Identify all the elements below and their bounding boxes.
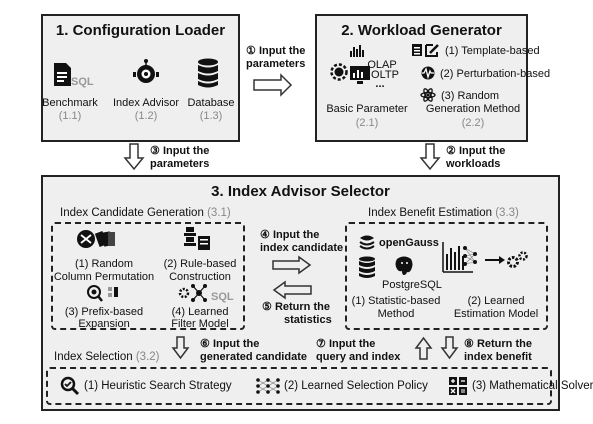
index-advisor-label: Index Advisor <box>112 97 180 109</box>
benefit-statistic-line1: (1) Statistic-based <box>351 295 441 307</box>
benefit-learned-line1: (2) Learned <box>467 295 525 307</box>
gear-dollar-icon <box>330 63 348 81</box>
oltp-label: OLTP <box>371 69 399 81</box>
configuration-loader-title: 1. Configuration Loader <box>55 22 226 39</box>
workload-generator-box <box>315 14 528 142</box>
shuffle-icon <box>77 230 115 248</box>
database-num: (1.3) <box>199 110 223 122</box>
opengauss-label: openGauss <box>379 237 439 249</box>
index-selection-group <box>46 367 552 405</box>
candidate-prefix-line1: (3) Prefix-based <box>64 306 144 318</box>
sql-icon-text: SQL <box>211 291 234 303</box>
neural-network-icon <box>442 242 528 273</box>
candidate-prefix-line2: Expansion <box>78 318 130 330</box>
calculator-icon <box>449 377 467 395</box>
document-sql-icon: SQL <box>54 63 94 88</box>
workload-generator-title: 2. Workload Generator <box>341 22 502 39</box>
postgresql-label: PostgreSQL <box>382 279 442 291</box>
robot-icon <box>133 59 159 83</box>
benefit-estimation-title: Index Benefit Estimation (3.3) <box>368 207 519 219</box>
candidate-random-line1: (1) Random <box>74 258 134 270</box>
method-template: (1) Template-based <box>445 45 540 57</box>
index-advisor-num: (1.2) <box>134 110 158 122</box>
arrow-down-2 <box>419 143 441 171</box>
prefix-search-icon <box>87 285 118 302</box>
generation-method-label: Generation Method <box>425 103 521 115</box>
method-perturbation: (2) Perturbation-based <box>440 68 551 80</box>
database-small-icon <box>359 256 375 278</box>
rule-construction-icon <box>184 227 210 250</box>
postgresql-elephant-icon <box>395 256 413 275</box>
benefit-estimation-group <box>345 222 548 330</box>
candidate-random-line2: Column Permutation <box>53 271 155 283</box>
arrow-left-5 <box>272 280 312 300</box>
benefit-learned-line2: Estimation Model <box>453 308 539 320</box>
atom-icon <box>420 88 436 102</box>
arrow-down-candidate <box>171 336 190 360</box>
monitor-chart-icon <box>350 66 370 84</box>
arrow-up-7 <box>414 336 433 360</box>
benchmark-num: (1.1) <box>58 110 82 122</box>
selection-heuristic: (1) Heuristic Search Strategy <box>84 380 232 392</box>
index-advisor-selector-box <box>41 175 560 411</box>
candidate-rule-line2: Construction <box>169 271 231 283</box>
candidate-generation-group <box>51 222 245 330</box>
olap-label: OLAP <box>367 59 397 71</box>
opengauss-logo-icon <box>359 235 375 250</box>
index-advisor-selector-title: 3. Index Advisor Selector <box>211 183 390 200</box>
waveform-icon <box>421 66 435 80</box>
index-selection-title: Index Selection (3.2) <box>54 351 160 363</box>
database-icon <box>198 58 218 88</box>
benefit-statistic-line2: Method <box>377 308 415 320</box>
heuristic-search-icon <box>60 376 80 396</box>
selection-math: (3) Mathematical Solver <box>472 380 593 392</box>
learned-policy-icon <box>256 378 280 394</box>
bar-chart-icon <box>350 45 364 57</box>
arrow-down-3 <box>123 143 145 171</box>
method-random: (3) Random <box>441 90 500 102</box>
candidate-generation-title: Index Candidate Generation (3.1) <box>60 207 231 219</box>
arrow-right-1 <box>253 73 293 97</box>
selection-learned: (2) Learned Selection Policy <box>284 380 428 392</box>
candidate-learned-line1: (4) Learned <box>171 306 229 318</box>
template-icon <box>412 44 439 57</box>
arrow-down-8 <box>440 336 459 360</box>
generation-method-num: (2.2) <box>461 117 485 129</box>
basic-parameter-num: (2.1) <box>355 117 379 129</box>
ellipsis-label: ... <box>375 78 385 90</box>
sql-icon-text: SQL <box>71 76 94 88</box>
basic-parameter-label: Basic Parameter <box>326 103 408 115</box>
database-label: Database <box>187 97 235 109</box>
candidate-rule-line1: (2) Rule-based <box>163 258 237 270</box>
benchmark-label: Benchmark <box>42 97 98 109</box>
arrow-right-4 <box>272 255 312 275</box>
candidate-learned-line2: Filter Model <box>171 318 229 330</box>
filter-model-icon: SQL <box>178 284 234 303</box>
